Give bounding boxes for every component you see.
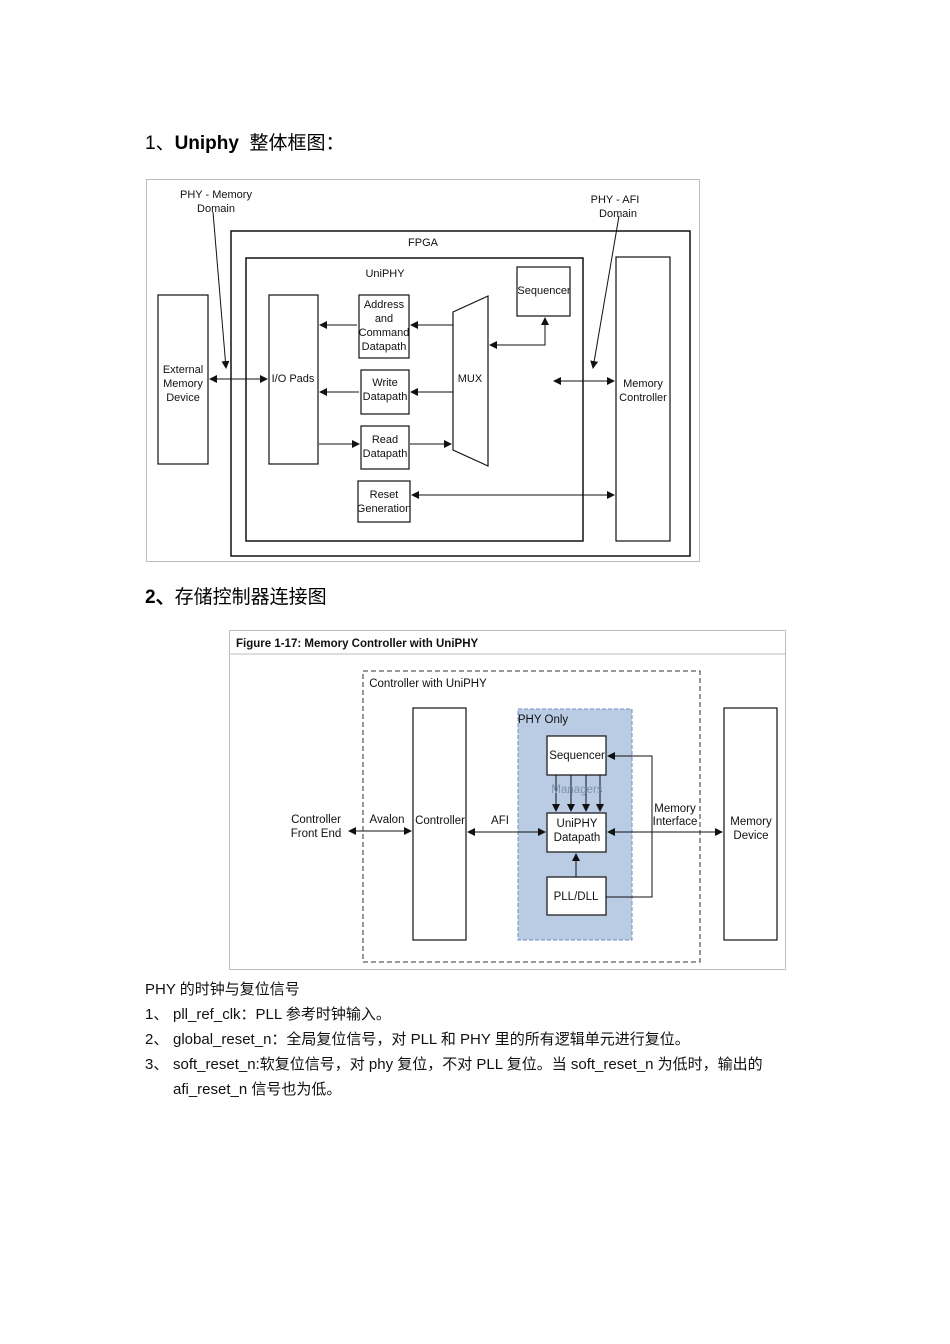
external-memory-block <box>157 294 209 465</box>
write-datapath-label-2: Datapath <box>363 391 408 403</box>
reset-generation-label-1: Reset <box>370 489 399 501</box>
memory-controller-label-2: Controller <box>619 392 667 404</box>
memory-interface-label-2: Interface <box>653 816 698 828</box>
address-command-label-2: and <box>375 313 393 325</box>
phy-memory-domain-label-1: PHY - Memory <box>180 189 252 201</box>
list-item-3-continuation: afi_reset_n 信号也为低。 <box>173 1081 342 1098</box>
write-datapath-block <box>360 369 410 415</box>
avalon-label: Avalon <box>370 814 405 826</box>
managers-label: Managers <box>551 784 602 796</box>
phy-afi-domain-label-1: PHY - AFI <box>591 194 640 206</box>
write-datapath-label-1: Write <box>372 377 397 389</box>
section-2-number: 2、 <box>145 587 175 608</box>
clock-reset-intro: PHY 的时钟与复位信号 <box>145 981 300 998</box>
sequencer-label: Sequencer <box>517 285 571 297</box>
section-1-number: 1、 <box>145 133 175 154</box>
controller-block <box>412 707 467 941</box>
section-2-heading: 2、存储控制器连接图 <box>145 582 327 609</box>
controller-with-uniphy-label: Controller with UniPHY <box>369 678 487 690</box>
list-item-2-number: 2、 <box>145 1031 169 1048</box>
address-command-label-3: Command <box>359 327 410 339</box>
memory-controller-block <box>615 256 671 542</box>
controller-label: Controller <box>415 815 465 827</box>
sequencer-label: Sequencer <box>549 750 605 762</box>
reset-generation-label-2: Generation <box>357 503 411 515</box>
memory-device-label-2: Device <box>733 830 768 842</box>
list-item-3-text: soft_reset_n:软复位信号，对 phy 复位，不对 PLL 复位。当 … <box>173 1056 763 1073</box>
controller-with-uniphy-box <box>362 670 701 963</box>
address-command-label-1: Address <box>364 299 405 311</box>
figure-caption: Figure 1-17: Memory Controller with UniP… <box>236 638 478 650</box>
memory-device-label-1: Memory <box>730 816 772 828</box>
memory-device-block <box>723 707 778 941</box>
pll-dll-block <box>546 876 607 916</box>
reset-generation-block <box>357 480 411 523</box>
phy-memory-domain-label-2: Domain <box>197 203 235 215</box>
address-command-label-4: Datapath <box>362 341 407 353</box>
fpga-label: FPGA <box>408 237 439 249</box>
io-pads-label: I/O Pads <box>272 373 315 385</box>
section-1-title-bold: Uniphy <box>174 133 239 154</box>
read-datapath-label-1: Read <box>372 434 398 446</box>
uniphy-label: UniPHY <box>365 268 405 280</box>
read-datapath-block <box>360 425 410 470</box>
external-memory-label-2: Memory <box>163 378 203 390</box>
uniphy-datapath-label-1: UniPHY <box>557 818 598 830</box>
uniphy-block-diagram: PHY - Memory Domain PHY - AFI Domain FPG… <box>146 179 700 562</box>
address-command-block <box>358 294 410 359</box>
list-item-1-text: pll_ref_clk：PLL 参考时钟输入。 <box>173 1006 391 1023</box>
phy-only-label: PHY Only <box>518 714 569 726</box>
memory-controller-diagram: Figure 1-17: Memory Controller with UniP… <box>229 630 786 970</box>
section-1-heading: 1、Uniphy 整体框图： <box>145 128 345 155</box>
section-1-title-rest: 整体框图： <box>249 133 345 154</box>
list-item-2-text: global_reset_n：全局复位信号，对 PLL 和 PHY 里的所有逻辑… <box>173 1031 690 1048</box>
memory-interface-label-1: Memory <box>654 803 696 815</box>
mux-label: MUX <box>458 373 483 385</box>
list-item-3-number: 3、 <box>145 1056 169 1073</box>
io-pads-block <box>268 294 319 465</box>
memory-controller-label-1: Memory <box>623 378 663 390</box>
section-2-title: 存储控制器连接图 <box>174 587 327 608</box>
read-datapath-label-2: Datapath <box>363 448 408 460</box>
sequencer-block <box>516 266 571 317</box>
phy-afi-domain-label-2: Domain <box>599 208 637 220</box>
external-memory-label-3: Device <box>166 392 200 404</box>
uniphy-box <box>245 257 584 542</box>
sequencer-block <box>546 735 607 776</box>
afi-label: AFI <box>491 815 509 827</box>
pll-dll-label: PLL/DLL <box>554 891 599 903</box>
uniphy-datapath-label-2: Datapath <box>554 832 601 844</box>
fpga-box <box>230 230 691 557</box>
controller-front-end-label-2: Front End <box>291 828 342 840</box>
mux-block <box>452 295 489 467</box>
external-memory-label-1: External <box>163 364 203 376</box>
controller-front-end-label-1: Controller <box>291 814 341 826</box>
list-item-1-number: 1、 <box>145 1006 169 1023</box>
uniphy-datapath-block <box>546 812 607 853</box>
